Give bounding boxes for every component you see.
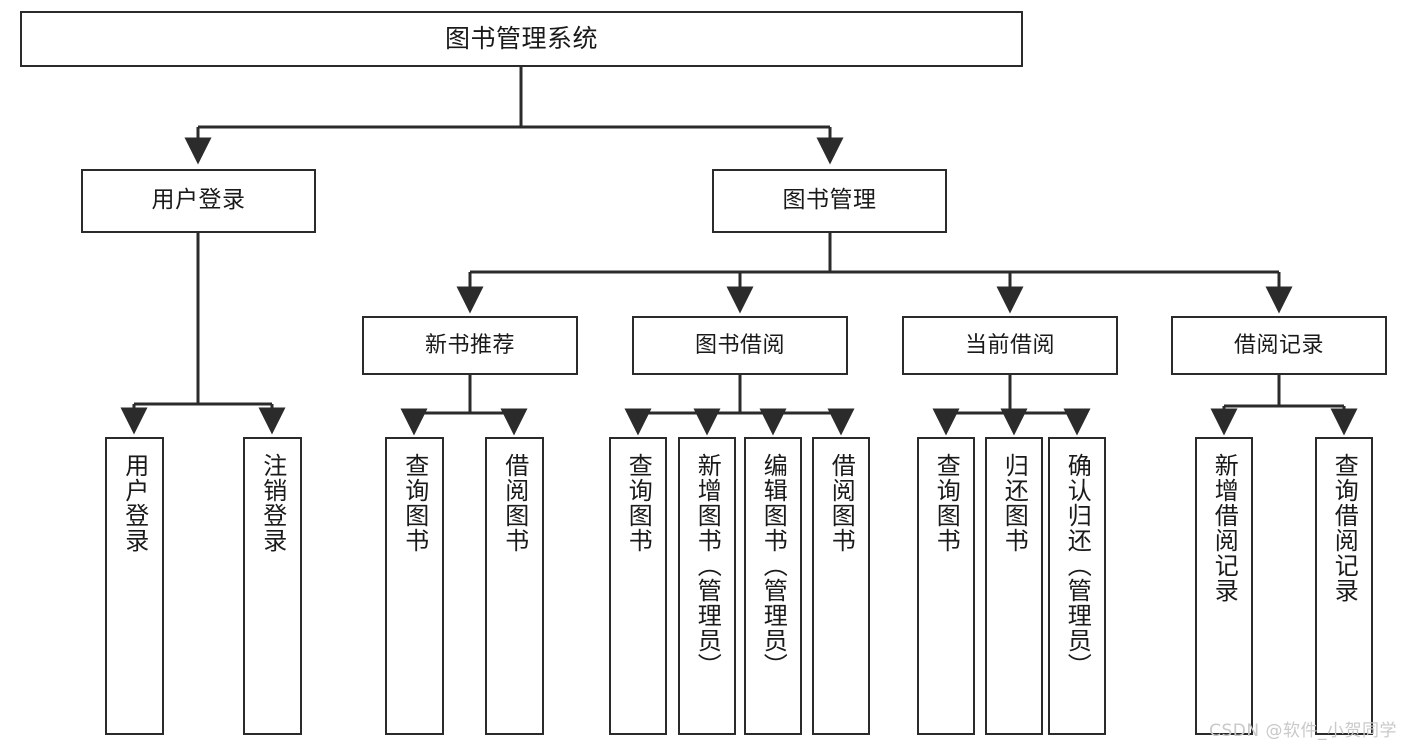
node-leaf-query-book-recommend[interactable]: 查询图书 — [385, 437, 444, 735]
node-level2-user-login[interactable]: 用户登录 — [81, 169, 316, 233]
node-leaf-borrow-book-recommend-label: 借阅图书 — [500, 453, 529, 553]
node-leaf-logout[interactable]: 注销登录 — [243, 437, 302, 735]
node-level3-borrow-record[interactable]: 借阅记录 — [1171, 316, 1387, 375]
node-root[interactable]: 图书管理系统 — [20, 11, 1023, 67]
node-leaf-query-book-current-label: 查询图书 — [932, 453, 961, 553]
node-level2-user-login-label: 用户登录 — [151, 187, 246, 214]
node-leaf-add-borrow-record[interactable]: 新增借阅记录 — [1195, 437, 1253, 735]
node-leaf-edit-book-admin-label: 编辑图书（管理员） — [759, 453, 788, 678]
node-level3-book-borrow[interactable]: 图书借阅 — [632, 316, 848, 375]
csdn-watermark: CSDN @软件_小贺同学 — [1209, 721, 1397, 741]
node-level3-current-borrow[interactable]: 当前借阅 — [902, 316, 1118, 375]
node-leaf-borrow-book-label: 借阅图书 — [827, 453, 856, 553]
node-level3-book-borrow-label: 图书借阅 — [694, 332, 785, 358]
node-leaf-query-book-borrow-label: 查询图书 — [624, 453, 653, 553]
node-leaf-query-book-recommend-label: 查询图书 — [400, 453, 429, 553]
node-leaf-query-borrow-record[interactable]: 查询借阅记录 — [1315, 437, 1373, 735]
node-leaf-user-login[interactable]: 用户登录 — [105, 437, 164, 735]
node-level3-current-borrow-label: 当前借阅 — [964, 332, 1055, 358]
node-leaf-return-book-label: 归还图书 — [1000, 453, 1029, 553]
node-leaf-borrow-book-recommend[interactable]: 借阅图书 — [485, 437, 544, 735]
node-level2-book-management-label: 图书管理 — [782, 187, 877, 214]
node-leaf-query-borrow-record-label: 查询借阅记录 — [1330, 453, 1359, 603]
node-leaf-return-book[interactable]: 归还图书 — [985, 437, 1043, 735]
node-leaf-add-book-admin[interactable]: 新增图书（管理员） — [678, 437, 736, 735]
node-level3-borrow-record-label: 借阅记录 — [1233, 332, 1324, 358]
node-leaf-logout-label: 注销登录 — [258, 453, 287, 553]
node-leaf-user-login-label: 用户登录 — [120, 453, 149, 553]
node-leaf-borrow-book[interactable]: 借阅图书 — [812, 437, 870, 735]
node-level3-new-book-recommend[interactable]: 新书推荐 — [362, 316, 578, 375]
node-root-label: 图书管理系统 — [444, 24, 598, 54]
node-level3-new-book-recommend-label: 新书推荐 — [424, 332, 515, 358]
node-leaf-confirm-return-admin-label: 确认归还（管理员） — [1063, 453, 1092, 678]
node-leaf-add-borrow-record-label: 新增借阅记录 — [1210, 453, 1239, 603]
node-leaf-query-book-current[interactable]: 查询图书 — [917, 437, 975, 735]
node-leaf-add-book-admin-label: 新增图书（管理员） — [693, 453, 722, 678]
node-leaf-query-book-borrow[interactable]: 查询图书 — [609, 437, 667, 735]
node-leaf-confirm-return-admin[interactable]: 确认归还（管理员） — [1048, 437, 1106, 735]
node-leaf-edit-book-admin[interactable]: 编辑图书（管理员） — [744, 437, 802, 735]
node-level2-book-management[interactable]: 图书管理 — [712, 169, 947, 233]
